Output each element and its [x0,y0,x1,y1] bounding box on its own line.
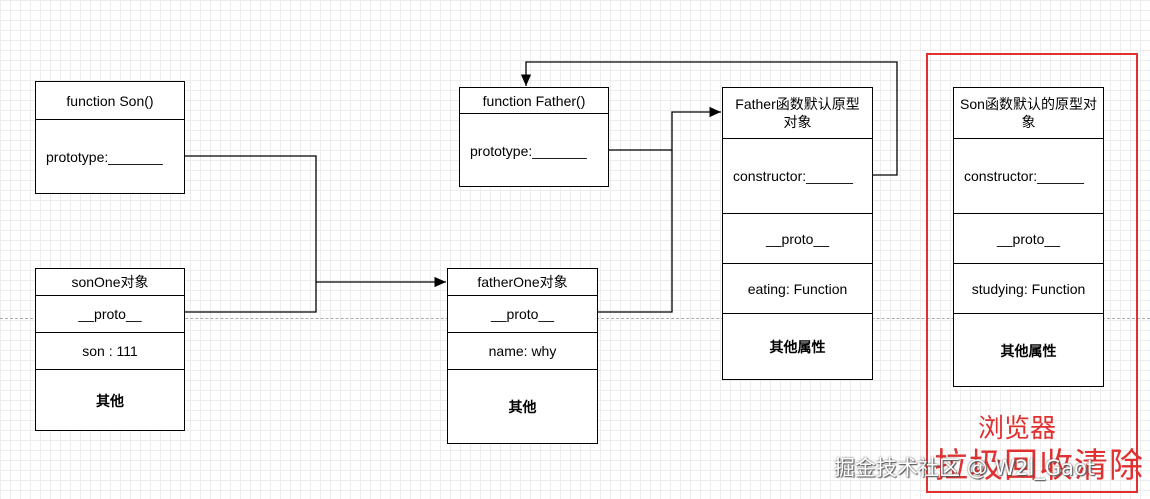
son-prototype-arrow [185,155,446,288]
father-prototype-object-box: Father函数默认原型对象 constructor:______ __prot… [722,87,873,380]
father-proto-other-field: 其他属性 [723,313,872,380]
fatherone-proto-line [598,150,673,313]
father-function-title: function Father() [482,92,586,109]
gc-label-cleanup: 拉圾回收清除 [934,446,1144,486]
fatherone-name-field: name: why [448,332,597,369]
father-prototype-field: prototype:_______ [460,113,608,187]
sonone-title: sonOne对象 [71,274,149,290]
gc-highlight-frame [926,53,1138,493]
fatherone-object-box: fatherOne对象 __proto__ name: why 其他 [447,268,598,444]
father-proto-title: Father函数默认原型对象 [735,96,860,130]
sonone-other-field: 其他 [36,369,184,431]
constructor-arrow [520,61,898,176]
father-prototype-arrow [609,106,721,151]
son-proto-title: Son函数默认的原型对象 [960,96,1097,130]
son-function-title: function Son() [66,92,154,109]
fatherone-title: fatherOne对象 [477,274,568,290]
father-function-box: function Father() prototype:_______ [459,87,609,187]
sonone-son-field: son : 111 [36,332,184,369]
father-proto-constructor-field: constructor:______ [723,138,872,213]
fatherone-other-field: 其他 [448,369,597,444]
watermark: 掘金技术社区 @ W2l_Gaot [834,456,1096,480]
fatherone-proto-field: __proto__ [448,295,597,332]
gc-label-browser: 浏览器 [978,414,1057,444]
son-proto-constructor-field: constructor:______ [954,138,1103,213]
son-proto-studying-field: studying: Function [954,263,1103,313]
son-function-box: function Son() prototype:_______ [35,81,185,194]
son-proto-other-field: 其他属性 [954,313,1103,387]
son-prototype-object-box: Son函数默认的原型对象 constructor:______ __proto_… [953,87,1104,387]
son-prototype-field: prototype:_______ [36,119,184,194]
sonone-proto-field: __proto__ [36,295,184,332]
father-proto-proto-field: __proto__ [723,213,872,263]
sonone-object-box: sonOne对象 __proto__ son : 111 其他 [35,268,185,431]
son-proto-proto-field: __proto__ [954,213,1103,263]
sonone-proto-line [185,282,317,313]
father-proto-eating-field: eating: Function [723,263,872,313]
